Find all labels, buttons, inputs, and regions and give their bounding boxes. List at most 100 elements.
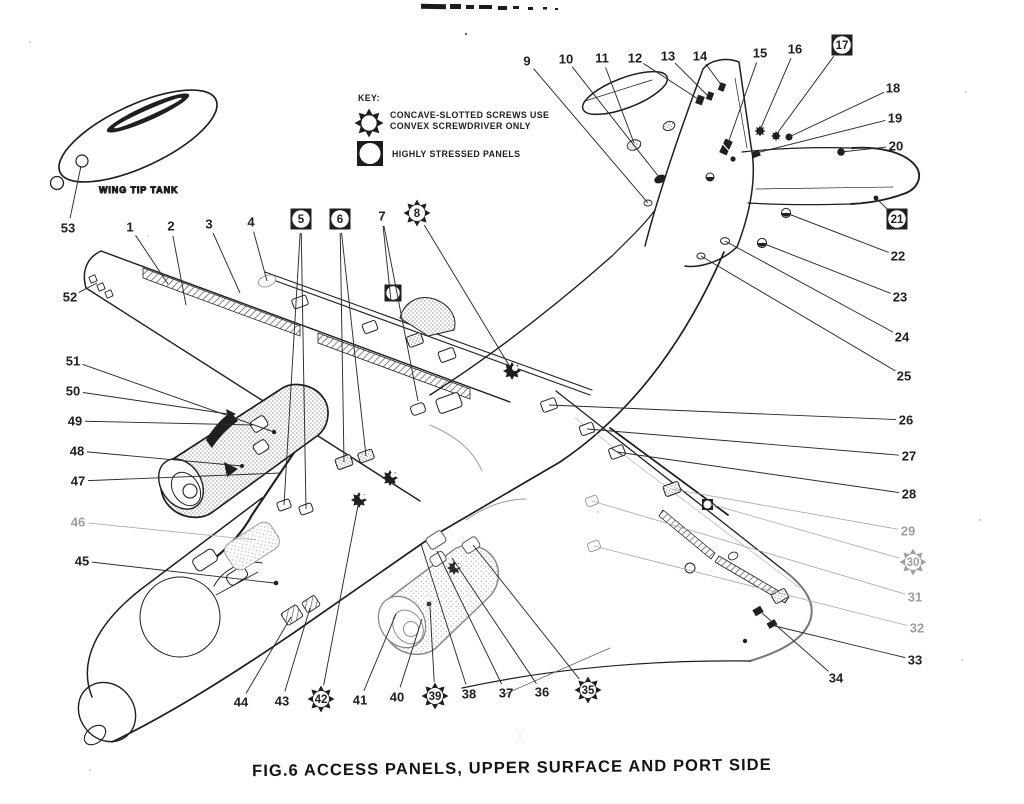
callout-number: 20: [889, 139, 903, 154]
leader-line: [472, 544, 580, 680]
concave-screw-symbol: [354, 108, 384, 138]
key-item-label: HIGHLY STRESSED PANELS: [392, 149, 520, 159]
leader-line: [69, 165, 82, 219]
callout-number: 48: [70, 444, 84, 459]
tail-unit: [429, 58, 921, 396]
callout-number: 1: [126, 220, 133, 235]
callout-13: 13: [661, 49, 709, 97]
callout-number: 47: [71, 474, 85, 489]
callout-37: 37: [436, 550, 513, 701]
screw-panel: [771, 131, 781, 141]
callout-10: 10: [559, 52, 660, 178]
callout-number: 21: [891, 214, 904, 226]
fuselage: [77, 251, 725, 746]
callout-47: 47: [71, 472, 282, 489]
callout-52: 52: [63, 282, 98, 305]
leader-line: [616, 451, 900, 494]
stressed-panel-marker: [702, 499, 713, 510]
callout-35: 35: [472, 544, 602, 704]
key-title: KEY:: [358, 93, 380, 103]
access-panel: [705, 91, 715, 101]
callout-number: 41: [353, 693, 367, 708]
leader-line: [82, 391, 229, 415]
callout-34: 34: [761, 612, 844, 686]
tailplane-tip: [850, 146, 921, 205]
callout-7: 7: [378, 209, 419, 402]
leader-line: [253, 231, 268, 282]
callout-number: 4: [247, 215, 255, 230]
callout-31: 31: [591, 500, 922, 605]
callout-number: 43: [275, 694, 289, 709]
callout-number: 46: [71, 515, 85, 530]
callout-27: 27: [586, 428, 916, 464]
callout-number: 5: [298, 214, 305, 226]
leader-line: [172, 235, 187, 306]
callout-28: 28: [616, 451, 916, 502]
leader-line: [245, 616, 292, 694]
callout-number: 13: [661, 49, 675, 64]
stressed-panel-symbol: [357, 141, 383, 166]
leader-line: [785, 212, 889, 253]
access-panel: [766, 619, 778, 629]
leader-line: [788, 91, 885, 138]
access-panel: [406, 332, 424, 348]
callout-number: 19: [888, 111, 902, 126]
wing-tip: [749, 571, 813, 662]
leader-line: [761, 612, 829, 672]
callout-30: 30: [709, 503, 927, 576]
callout-number: 53: [61, 221, 75, 236]
callout-12: 12: [628, 51, 699, 100]
callout-number: 51: [66, 354, 80, 369]
leader-line: [593, 545, 908, 626]
callout-number: 33: [908, 653, 922, 668]
callout-14: 14: [693, 49, 723, 87]
callout-number: 23: [893, 290, 907, 305]
callout-26: 26: [548, 404, 913, 428]
callout-number: 31: [908, 590, 922, 605]
callout-number: 3: [205, 217, 212, 232]
key-legend: KEY: CONCAVE-SLOTTED SCREWS USE CONVEX S…: [354, 93, 549, 166]
callout-number: 36: [535, 685, 549, 700]
leader-line: [643, 63, 699, 100]
callout-number: 45: [75, 554, 89, 569]
callout-2: 2: [167, 219, 187, 306]
wing-tip-tank-drawing: WING TIP TANK: [49, 89, 218, 196]
callout-44: 44: [234, 616, 292, 710]
access-panel: [695, 94, 705, 106]
callout-50: 50: [66, 384, 229, 415]
callout-45: 45: [75, 554, 275, 584]
callout-49: 49: [68, 414, 254, 429]
access-panel: [751, 149, 761, 159]
callout-number: 49: [68, 414, 82, 429]
callout-number: 24: [895, 330, 910, 345]
canopy: [139, 576, 221, 658]
leader-line: [705, 63, 723, 87]
callout-number: 29: [901, 524, 915, 539]
leader-line: [548, 404, 897, 421]
callout-1: 1: [126, 220, 169, 285]
leader-line: [429, 606, 435, 683]
callout-48: 48: [70, 444, 243, 467]
intake-band: [206, 412, 238, 448]
leader-line: [91, 561, 275, 584]
access-panel: [437, 347, 457, 363]
callout-number: 11: [595, 51, 609, 66]
starboard-engine-nacelle: [377, 530, 500, 655]
callout-number: 32: [910, 621, 924, 636]
aircraft-drawing: [29, 41, 982, 771]
leading-edge-strip: [317, 332, 471, 400]
leader-line: [82, 363, 275, 433]
callout-24: 24: [724, 240, 910, 345]
leader-line: [87, 472, 282, 482]
leader-line: [700, 255, 896, 372]
access-panel: [280, 604, 304, 626]
callout-33: 33: [774, 625, 922, 668]
callout-number: 42: [315, 694, 328, 706]
leader-line: [283, 232, 301, 506]
leader-line: [341, 232, 367, 457]
callout-number: 28: [902, 487, 916, 502]
leader-line: [363, 613, 397, 691]
access-panel: [461, 536, 481, 554]
